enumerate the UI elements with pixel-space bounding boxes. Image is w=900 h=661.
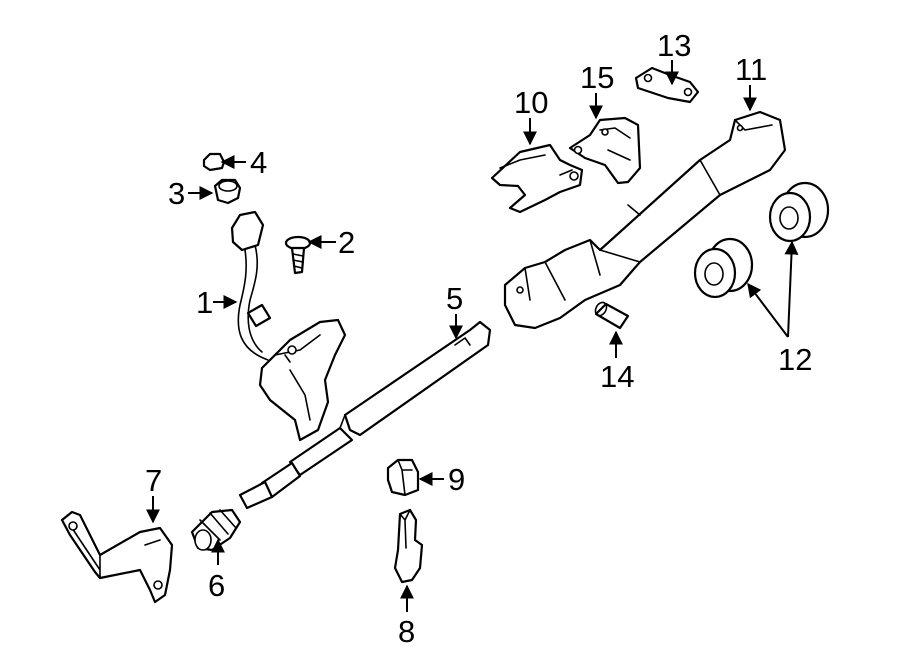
part-5-shaft: [238, 320, 492, 510]
part-13-link: [634, 66, 700, 104]
leader-12a: [747, 282, 789, 338]
part-9-clip: [386, 458, 420, 497]
callout-10: 10: [514, 85, 548, 120]
part-7-lever-bracket: [60, 510, 174, 604]
part-4-cap: [202, 152, 226, 172]
part-8-key: [393, 508, 424, 584]
part-14-pin: [594, 301, 630, 330]
callout-14: 14: [600, 359, 634, 394]
leader-12b: [784, 240, 799, 338]
callout-11: 11: [735, 52, 767, 87]
callout-15: 15: [580, 60, 614, 95]
part-11-column-tube: [503, 110, 787, 330]
callout-5: 5: [446, 281, 463, 316]
part-10-bracket: [490, 143, 584, 214]
callout-3: 3: [168, 176, 185, 211]
callout-labels: 1 2 3 4 5 6 7 8 9 10 11 12 13 14 15: [145, 28, 812, 649]
part-12-bearing-right: [768, 181, 830, 243]
callout-1: 1: [196, 285, 213, 320]
callout-12: 12: [778, 342, 812, 377]
part-3-bushing: [213, 178, 242, 205]
part-1-switch-assembly: [230, 210, 347, 442]
callout-2: 2: [338, 225, 355, 260]
callout-8: 8: [398, 614, 415, 649]
part-6-boot: [190, 508, 242, 552]
leader-lines: [146, 60, 799, 612]
callout-4: 4: [250, 145, 267, 180]
callout-7: 7: [145, 463, 162, 498]
part-15-plate: [568, 116, 642, 185]
callout-6: 6: [208, 568, 225, 603]
part-2-screw: [284, 235, 312, 275]
callout-13: 13: [657, 28, 691, 63]
callout-9: 9: [448, 462, 465, 497]
part-12-bearing-left: [693, 237, 754, 299]
